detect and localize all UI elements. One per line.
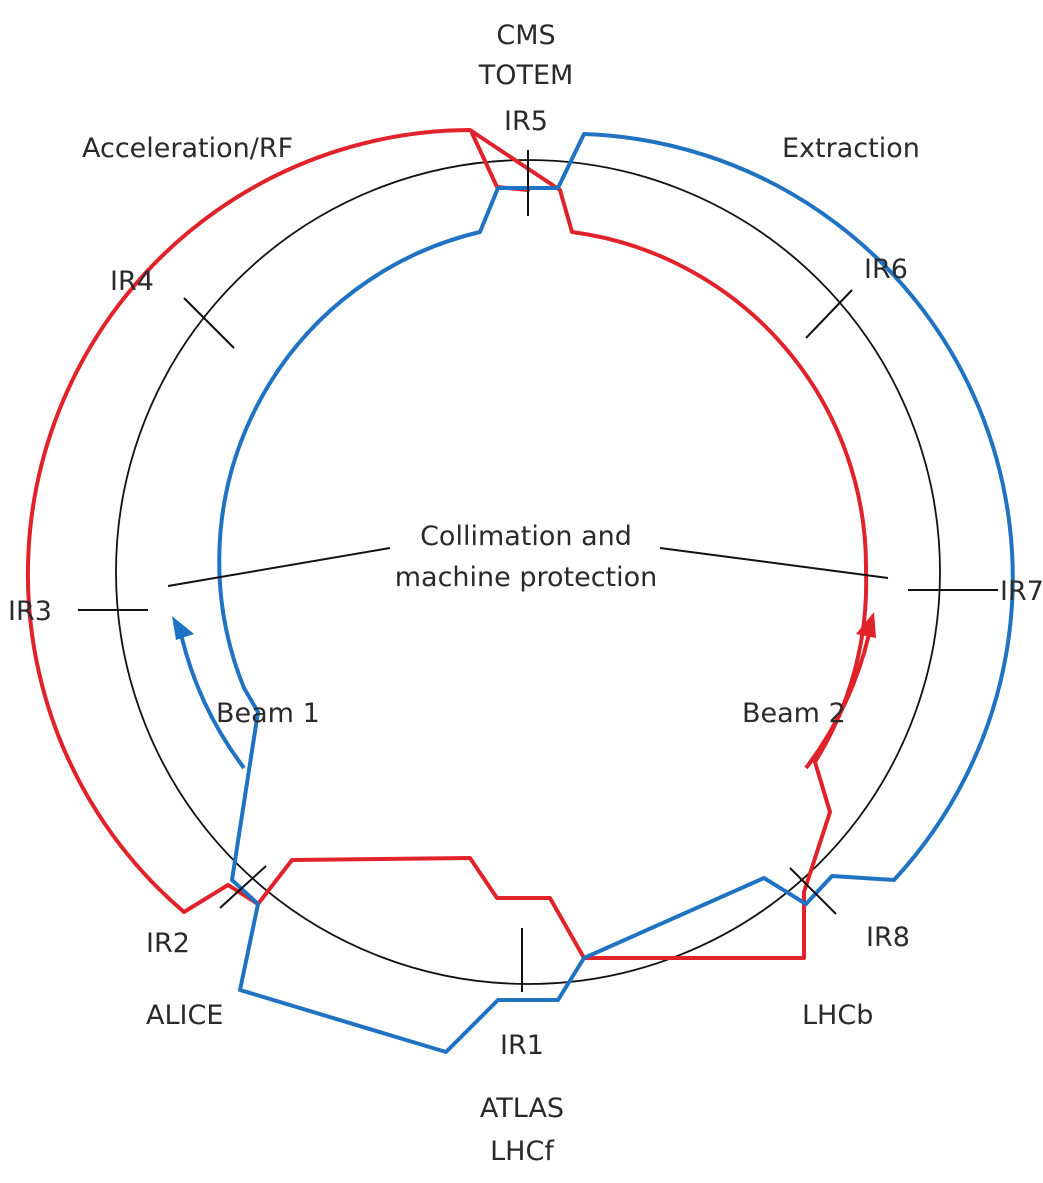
collimation-pointer-left xyxy=(167,547,391,587)
ir4-label: IR4 xyxy=(110,266,154,297)
beam1-path-arc xyxy=(217,132,1015,1054)
ir2-label: IR2 xyxy=(146,928,190,959)
collimation-pointer-right xyxy=(659,547,889,579)
cms-label: CMS xyxy=(496,20,555,51)
ir1-label: IR1 xyxy=(500,1030,544,1061)
extraction-label: Extraction xyxy=(782,133,920,164)
ir5-label: IR5 xyxy=(504,106,548,137)
acceleration-label: Acceleration/RF xyxy=(82,133,293,164)
beam2-label: Beam 2 xyxy=(742,698,846,729)
ir3-label: IR3 xyxy=(8,596,52,627)
beam2-arrowhead xyxy=(856,612,876,638)
beam1-arrowhead xyxy=(172,616,194,640)
collimation-label-line1: Collimation and xyxy=(420,521,632,552)
ir7-label: IR7 xyxy=(1000,576,1043,607)
lhcf-label: LHCf xyxy=(490,1136,555,1167)
totem-label: TOTEM xyxy=(478,60,574,91)
alice-label: ALICE xyxy=(146,1000,223,1031)
beam2-arrow xyxy=(804,629,872,770)
lhcb-label: LHCb xyxy=(802,1000,873,1031)
atlas-label: ATLAS xyxy=(480,1093,564,1124)
ir6-tick xyxy=(805,289,853,339)
ir8-tick xyxy=(789,867,837,915)
ir4-tick xyxy=(183,297,235,349)
ir2-tick xyxy=(219,865,267,909)
collimation-label-line2: machine protection xyxy=(395,562,658,593)
ir8-label: IR8 xyxy=(866,922,910,953)
beam1-arrow xyxy=(178,629,246,770)
beam1-label: Beam 1 xyxy=(216,698,320,729)
ir6-label: IR6 xyxy=(864,254,908,285)
